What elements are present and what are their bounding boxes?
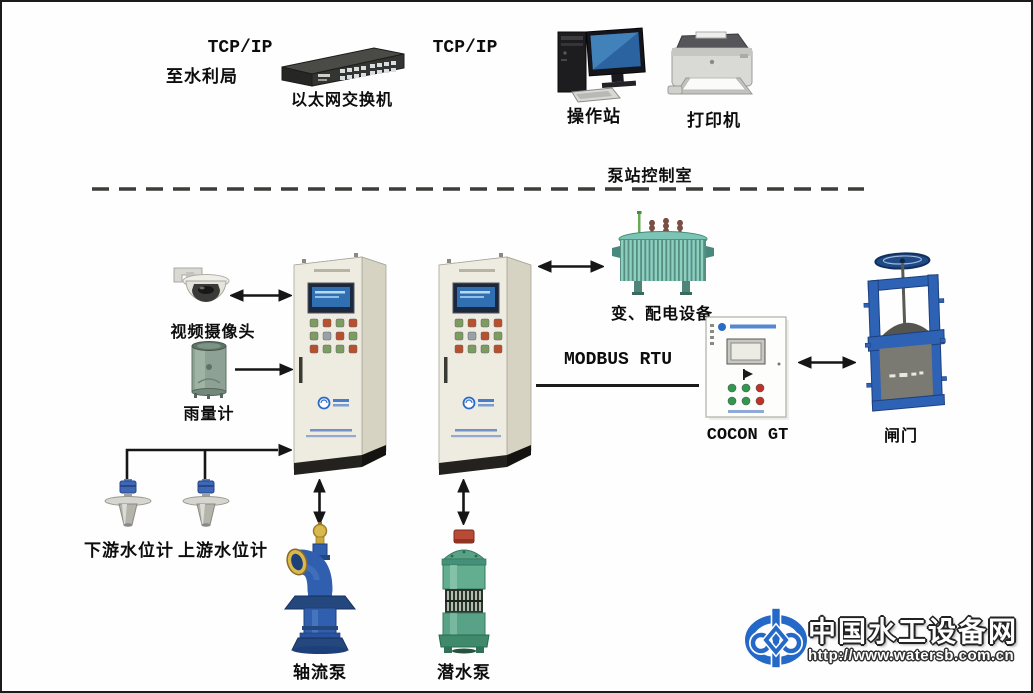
gate-controller-label: COCON GT	[706, 426, 789, 445]
axial-flow-pump-icon	[283, 522, 357, 654]
modbus-line	[536, 384, 699, 387]
operator-station-label: 操作站	[567, 107, 621, 126]
submersible-pump-icon	[438, 529, 490, 654]
tcpip-right-label: TCP/IP	[432, 38, 498, 58]
rain-gauge-label: 雨量计	[183, 406, 235, 423]
submersible-pump-label: 潜水泵	[437, 663, 491, 682]
video-camera-icon	[173, 267, 230, 302]
level-gauge-bus-line	[125, 443, 292, 484]
arrow-plc2-transformer	[538, 260, 604, 273]
upstream-level-gauge-icon	[182, 479, 230, 527]
plc-cabinet-2	[438, 253, 532, 475]
to-water-authority-label: 至水利局	[166, 67, 238, 86]
arrow-plc2-submersible-pump	[457, 479, 470, 525]
downstream-level-gauge-icon	[104, 479, 152, 527]
printer-label: 打印机	[687, 111, 741, 130]
printer-icon	[667, 31, 753, 95]
power-equipment-label: 变、配电设备	[610, 306, 713, 323]
downstream-level-gauge-label: 下游水位计	[84, 541, 174, 560]
control-room-label: 泵站控制室	[607, 168, 693, 185]
video-camera-label: 视频摄像头	[170, 324, 256, 341]
upstream-level-gauge-label: 上游水位计	[178, 541, 268, 560]
arrow-plc1-axial-pump	[313, 479, 326, 525]
control-room-divider-line	[92, 187, 864, 191]
tcpip-left-label: TCP/IP	[207, 38, 273, 58]
plc-cabinet-1	[293, 253, 387, 475]
watersb-site-url: http://www.watersb.com.cn	[808, 647, 1015, 664]
arrow-camera-plc	[230, 289, 292, 302]
arrow-rain-gauge-plc	[235, 363, 293, 376]
watersb-site-name: 中国水工设备网	[808, 616, 1019, 647]
ethernet-switch-label: 以太网交换机	[290, 92, 393, 109]
gate-controller-icon	[705, 316, 789, 420]
watersb-logo-icon	[745, 607, 807, 669]
modbus-label: MODBUS RTU	[563, 350, 673, 370]
rain-gauge-icon	[191, 341, 227, 399]
ethernet-switch-icon	[281, 47, 405, 87]
sluice-gate-icon	[863, 252, 947, 412]
arrow-controller-gate	[798, 356, 856, 369]
transformer-icon	[612, 211, 714, 295]
axial-flow-pump-label: 轴流泵	[293, 663, 347, 682]
operator-station-icon	[557, 27, 646, 103]
gate-label: 闸门	[883, 428, 918, 445]
